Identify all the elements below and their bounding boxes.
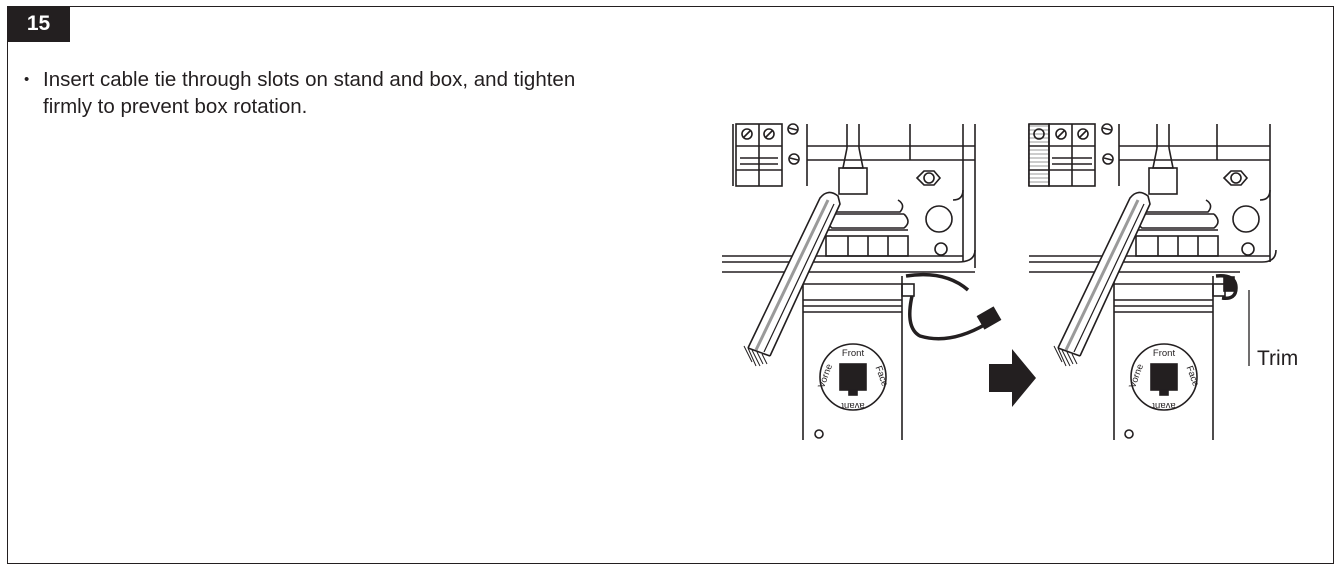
illustration-before bbox=[722, 123, 1002, 440]
instruction-list: Insert cable tie through slots on stand … bbox=[24, 66, 584, 120]
svg-text:avant: avant bbox=[1152, 400, 1176, 411]
step-frame bbox=[7, 6, 1334, 564]
instruction-item: Insert cable tie through slots on stand … bbox=[24, 66, 584, 120]
step-number-badge: 15 bbox=[7, 6, 70, 42]
svg-text:Vorne: Vorne bbox=[816, 363, 835, 390]
svg-text:Face: Face bbox=[1184, 364, 1202, 388]
svg-text:Front: Front bbox=[842, 348, 865, 359]
illustration-after bbox=[1028, 123, 1277, 440]
svg-text:Face: Face bbox=[873, 364, 891, 388]
svg-text:avant: avant bbox=[841, 400, 865, 411]
svg-text:Vorne: Vorne bbox=[1127, 363, 1146, 390]
svg-text:Front: Front bbox=[1153, 348, 1176, 359]
trim-label: Trim bbox=[1257, 347, 1298, 370]
arrow-right-icon bbox=[989, 349, 1036, 407]
